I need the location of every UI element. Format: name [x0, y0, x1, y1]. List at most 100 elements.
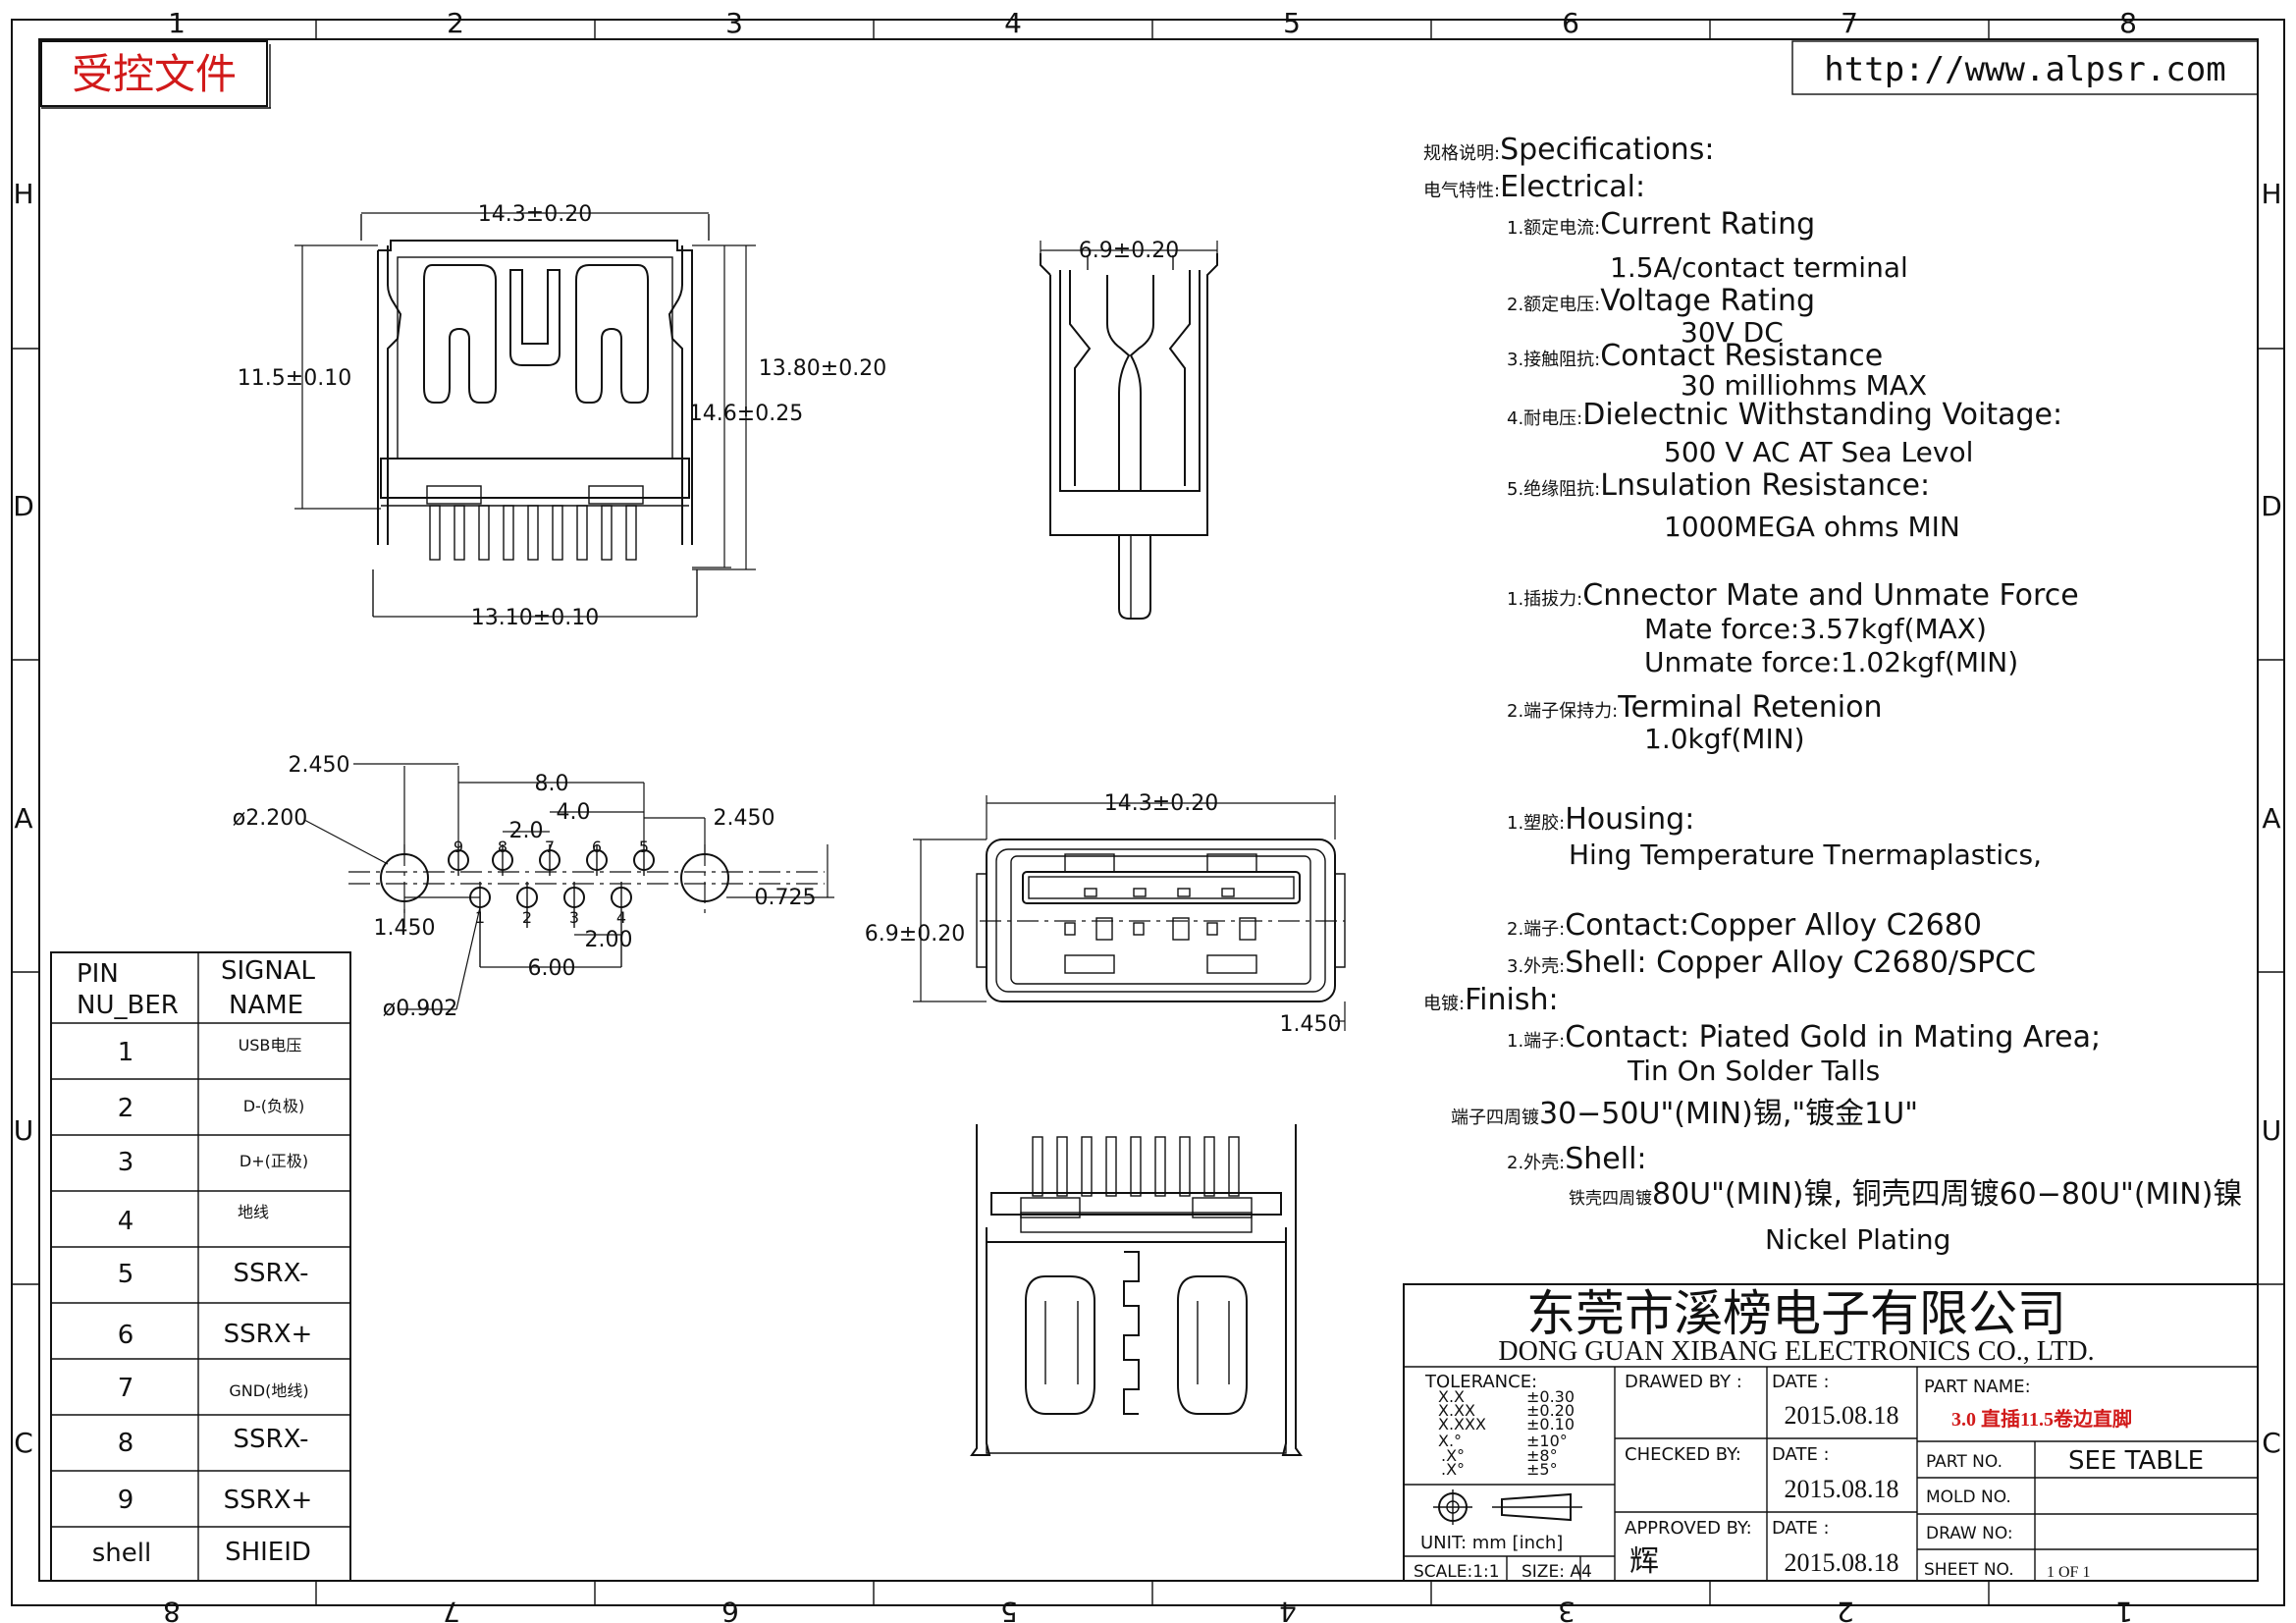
date-value-3: 2015.08.18 — [1785, 1548, 1899, 1577]
dim-fp-2450-left: 2.450 — [289, 753, 350, 778]
dim-front-height-right: 13.80±0.20 — [759, 356, 886, 381]
grid-bottom-5: 5 — [1000, 1596, 1018, 1623]
spec-housing-value: Hing Temperature Tnermaplastics, — [1569, 839, 2042, 871]
grid-top-labels: 1 2 3 4 5 6 7 8 — [168, 7, 2137, 39]
grid-bottom-6: 6 — [721, 1596, 739, 1623]
specifications: 规格说明:Specifications: 电气特性:Electrical: 1.… — [1423, 133, 2242, 1256]
dim-fp-2: 2.0 — [509, 819, 544, 843]
pcb-footprint: 9 8 7 6 5 1 2 3 4 — [233, 753, 834, 1021]
part-name-value: 3.0 直插11.5卷边直脚 — [1951, 1407, 2132, 1431]
pin-row-3-signal: D+(正极) — [240, 1152, 308, 1170]
grid-row-left-C: C — [14, 1427, 33, 1459]
sheet-border — [11, 19, 2285, 1606]
pin-table-header-number: NU_BER — [77, 991, 179, 1020]
tolerance-key-5: .X° — [1441, 1446, 1465, 1465]
grid-row-right-U: U — [2262, 1114, 2282, 1147]
controlled-document-stamp: 受控文件 — [40, 40, 271, 109]
pin-label-5: 5 — [639, 838, 649, 856]
pin-row-4-signal: 地线 — [238, 1203, 269, 1221]
stamp-text: 受控文件 — [72, 50, 237, 98]
spec-finish: 电镀:Finish: — [1423, 983, 1559, 1017]
pin-row-shell-pin: shell — [92, 1539, 151, 1568]
grid-top-3: 3 — [725, 7, 743, 39]
pin-row-6-signal: SSRX+ — [224, 1320, 313, 1349]
grid-bottom-labels: 8 7 6 5 4 3 2 1 — [163, 1596, 2133, 1623]
spec-shell-finish: 2.外壳:Shell: — [1507, 1142, 1647, 1176]
spec-contact-finish: 1.端子:Contact: Piated Gold in Mating Area… — [1507, 1020, 2101, 1055]
grid-top-2: 2 — [447, 7, 464, 39]
mating-face-view: 14.3±0.20 6.9±0.20 1.450 — [865, 791, 1346, 1037]
scale-label: SCALE:1:1 — [1414, 1562, 1500, 1582]
dim-fp-2-00: 2.00 — [585, 928, 633, 952]
spec-contact-finish-tails: Tin On Solder Talls — [1627, 1055, 1880, 1087]
pin-row-6-pin: 6 — [118, 1321, 134, 1350]
spec-contact-resistance-value: 30 milliohms MAX — [1681, 369, 1927, 402]
grid-row-right-A: A — [2262, 802, 2280, 835]
pin-table-header-name: NAME — [229, 991, 303, 1020]
pin-table-header-pin: PIN — [77, 959, 119, 989]
grid-bottom-3: 3 — [1558, 1596, 1575, 1623]
dim-front-bottom: 13.10±0.10 — [471, 606, 599, 630]
pin-row-8-pin: 8 — [118, 1429, 134, 1458]
grid-bottom-1: 1 — [2115, 1596, 2133, 1623]
pin-table-header-signal: SIGNAL — [221, 956, 316, 986]
spec-mate-force: 1.插拔力:Cnnector Mate and Unmate Force — [1507, 578, 2079, 613]
date-label-2: DATE : — [1772, 1444, 1830, 1465]
tolerance-val-4: ±10° — [1526, 1432, 1568, 1450]
tolerance-val-1: ±0.30 — [1526, 1387, 1575, 1406]
grid-row-right-D: D — [2261, 490, 2282, 522]
grid-row-left-U: U — [14, 1114, 34, 1147]
tolerance-val-6: ±5° — [1526, 1460, 1558, 1479]
dim-side-width: 6.9±0.20 — [1079, 239, 1179, 263]
date-value-1: 2015.08.18 — [1785, 1401, 1899, 1430]
dim-face-width: 14.3±0.20 — [1104, 791, 1218, 816]
dim-fp-4: 4.0 — [557, 800, 591, 825]
spec-shell-material: 3.外壳:Shell: Copper Alloy C2680/SPCC — [1507, 946, 2036, 980]
pin-label-4: 4 — [616, 908, 626, 927]
grid-top-4: 4 — [1004, 7, 1022, 39]
pin-label-6: 6 — [592, 838, 602, 856]
dim-fp-1450: 1.450 — [374, 916, 436, 941]
spec-unmate-force-value: Unmate force:1.02kgf(MIN) — [1644, 646, 2018, 678]
date-label-3: DATE : — [1772, 1518, 1830, 1539]
pin-row-9-signal: SSRX+ — [224, 1486, 313, 1515]
sheet-no-label: SHEET NO. — [1924, 1560, 2014, 1580]
size-label: SIZE: A4 — [1522, 1562, 1592, 1582]
pin-label-1: 1 — [475, 908, 485, 927]
dim-front-height-inner: 14.6±0.25 — [689, 402, 803, 426]
dim-face-1450: 1.450 — [1280, 1012, 1342, 1037]
tolerance-val-3: ±0.10 — [1526, 1415, 1575, 1434]
tolerance-key-4: X.° — [1438, 1432, 1462, 1450]
approved-by-label: APPROVED BY: — [1625, 1518, 1752, 1539]
date-value-2: 2015.08.18 — [1785, 1475, 1899, 1503]
spec-shell-plating: 铁壳四周镀80U"(MIN)镍, 铜壳四周镀60−80U"(MIN)镍 — [1569, 1177, 2242, 1212]
date-label-1: DATE : — [1772, 1372, 1830, 1392]
checked-by-label: CHECKED BY: — [1625, 1444, 1741, 1465]
grid-row-left-H: H — [13, 178, 33, 210]
grid-bottom-4: 4 — [1279, 1596, 1297, 1623]
pin-label-2: 2 — [522, 908, 532, 927]
grid-row-left-D: D — [13, 490, 34, 522]
pin-label-8: 8 — [498, 838, 507, 856]
grid-bottom-2: 2 — [1837, 1596, 1854, 1623]
projection-symbol — [1433, 1489, 1582, 1525]
spec-dielectric: 4.耐电压:Dielectnic Withstanding Voitage: — [1507, 398, 2062, 432]
dim-front-width: 14.3±0.20 — [478, 202, 592, 227]
pin-row-1-pin: 1 — [118, 1038, 134, 1067]
approver-signature: 辉 — [1629, 1544, 1659, 1579]
rear-view — [970, 1124, 1303, 1456]
dim-fp-8: 8.0 — [535, 772, 569, 796]
grid-top-8: 8 — [2119, 7, 2137, 39]
spec-current-value: 1.5A/contact terminal — [1610, 251, 1908, 284]
spec-voltage-rating: 2.额定电压:Voltage Rating — [1507, 284, 1815, 318]
grid-top-1: 1 — [168, 7, 186, 39]
spec-insulation-value: 1000MEGA ohms MIN — [1664, 511, 1960, 543]
company-name-cn: 东莞市溪榜电子有限公司 — [1526, 1286, 2066, 1341]
company-name-en: DONG GUAN XIBANG ELECTRONICS CO., LTD. — [1498, 1336, 2094, 1367]
tolerance-key-3: X.XXX — [1438, 1415, 1486, 1434]
pin-row-7-pin: 7 — [118, 1374, 134, 1403]
dim-fp-2450-right: 2.450 — [714, 806, 775, 831]
grid-top-7: 7 — [1841, 7, 1858, 39]
pin-row-5-pin: 5 — [118, 1260, 134, 1289]
